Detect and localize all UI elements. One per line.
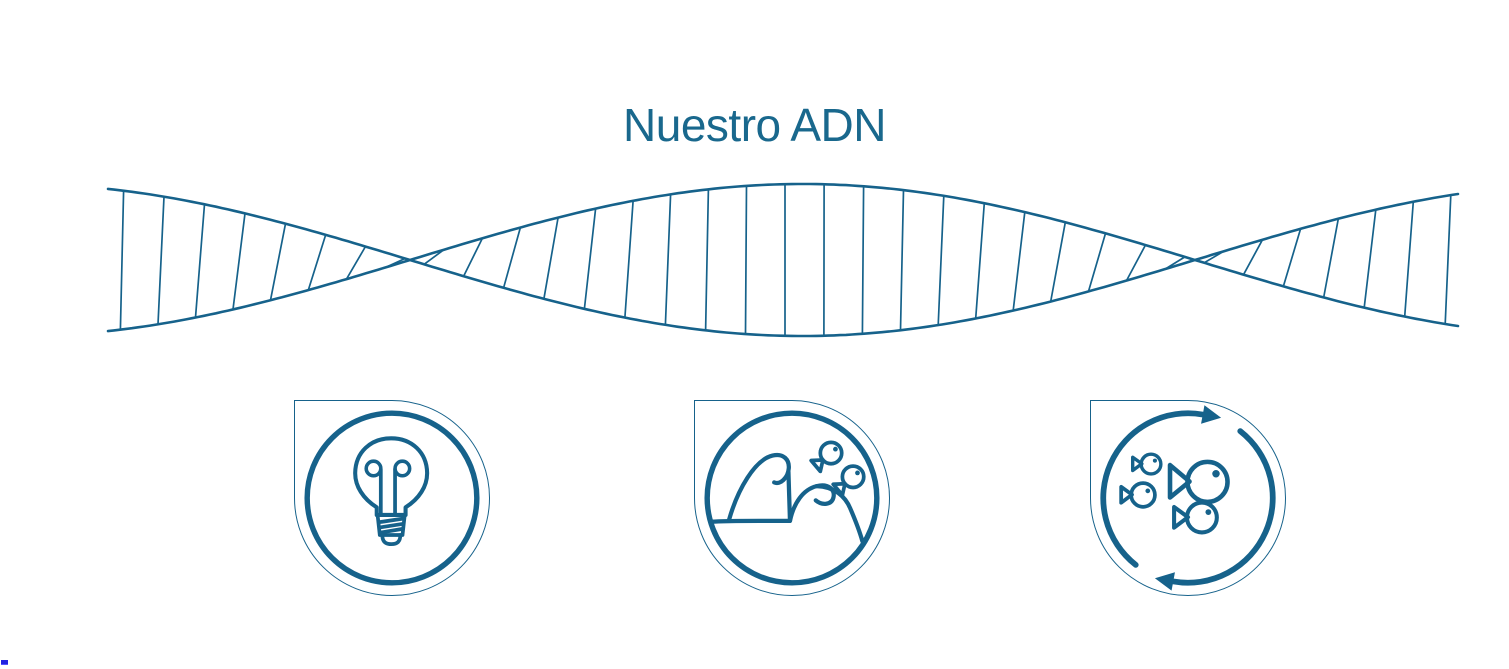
waves-fish-icon <box>704 410 880 586</box>
icon-card-waves <box>694 400 890 596</box>
icon-card-cycle <box>1090 400 1286 596</box>
lightbulb-icon <box>304 410 480 586</box>
artifact-link-fragment[interactable] <box>1 660 8 665</box>
fish-cycle-icon <box>1100 405 1276 591</box>
icon-card-idea <box>294 400 490 596</box>
page-title: Nuestro ADN <box>623 99 886 151</box>
